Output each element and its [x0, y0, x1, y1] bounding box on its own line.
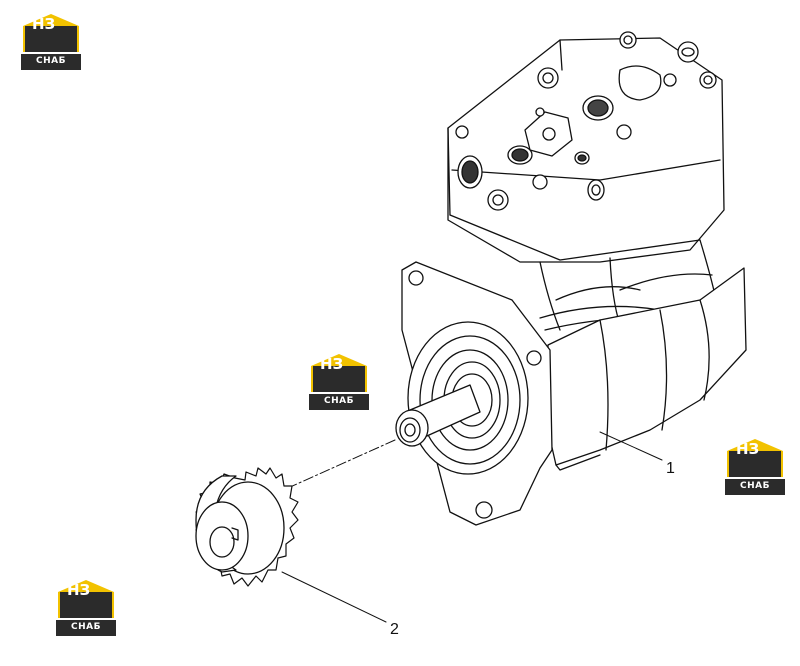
brand-logo: НЗ СНАБ: [19, 12, 83, 72]
callout-1: 1: [666, 460, 675, 477]
brand-logo: НЗ СНАБ: [54, 578, 118, 638]
callout-2: 2: [390, 621, 399, 638]
gear-drawing: [195, 467, 299, 587]
brand-logo: НЗ СНАБ: [723, 437, 787, 497]
compressor-drawing: [395, 31, 747, 526]
brand-logo: НЗ СНАБ: [307, 352, 371, 412]
